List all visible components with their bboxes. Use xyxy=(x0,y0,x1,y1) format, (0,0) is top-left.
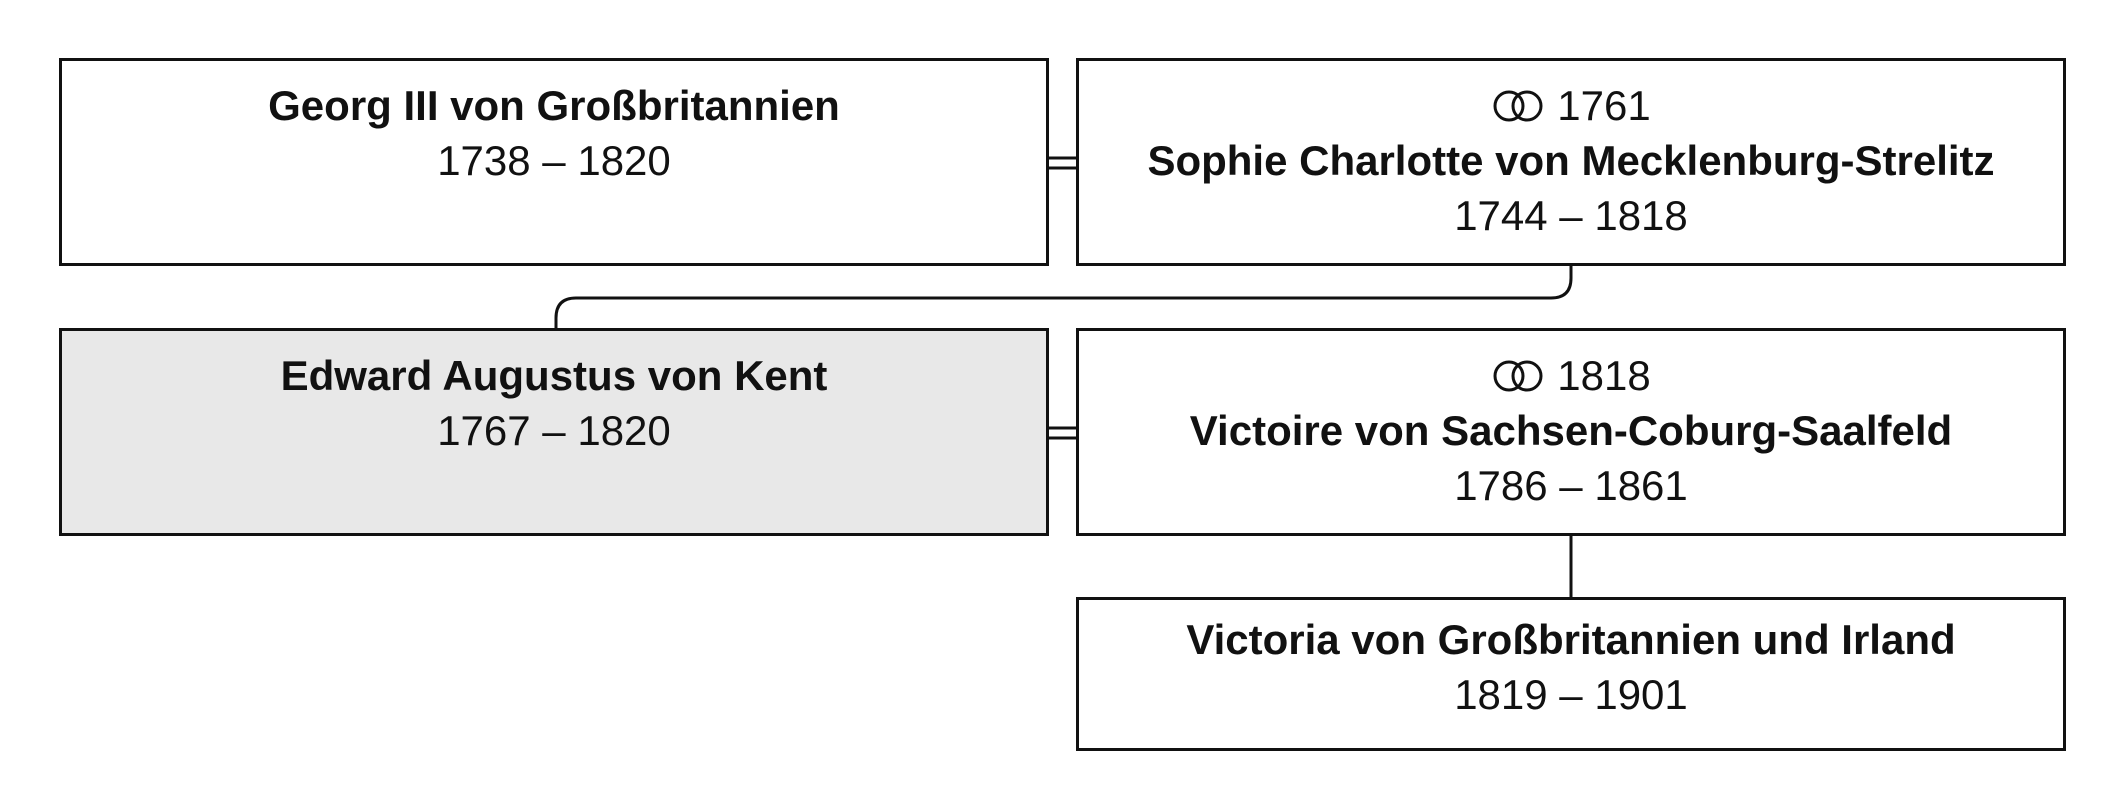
descent-link-sophie-to-edward xyxy=(554,266,1573,328)
marriage-year: 1818 xyxy=(1557,352,1651,399)
marriage-info: 1761 xyxy=(1491,78,1651,133)
person-box-victoria[interactable]: Victoria von Großbritannien und Irland 1… xyxy=(1076,597,2066,751)
person-dates: 1786 – 1861 xyxy=(1454,462,1688,509)
person-name: Victoria von Großbritannien und Irland xyxy=(1186,616,1956,663)
marriage-year: 1761 xyxy=(1557,82,1651,129)
person-box-victoire[interactable]: 1818 Victoire von Sachsen-Coburg-Saalfel… xyxy=(1076,328,2066,536)
person-dates: 1744 – 1818 xyxy=(1454,192,1688,239)
person-dates: 1819 – 1901 xyxy=(1454,671,1688,718)
person-name: Sophie Charlotte von Mecklenburg-Strelit… xyxy=(1147,137,1995,184)
person-box-sophie[interactable]: 1761 Sophie Charlotte von Mecklenburg-St… xyxy=(1076,58,2066,266)
person-dates: 1767 – 1820 xyxy=(437,407,671,454)
person-name: Victoire von Sachsen-Coburg-Saalfeld xyxy=(1189,407,1953,454)
wedding-rings-icon xyxy=(1493,360,1543,391)
person-box-edward[interactable]: Edward Augustus von Kent 1767 – 1820 xyxy=(59,328,1049,536)
marriage-info: 1818 xyxy=(1491,348,1651,403)
wedding-rings-icon xyxy=(1493,90,1543,121)
person-name: Edward Augustus von Kent xyxy=(280,352,828,399)
person-name: Georg III von Großbritannien xyxy=(268,82,840,129)
person-dates: 1738 – 1820 xyxy=(437,137,671,184)
person-box-georg[interactable]: Georg III von Großbritannien 1738 – 1820 xyxy=(59,58,1049,266)
